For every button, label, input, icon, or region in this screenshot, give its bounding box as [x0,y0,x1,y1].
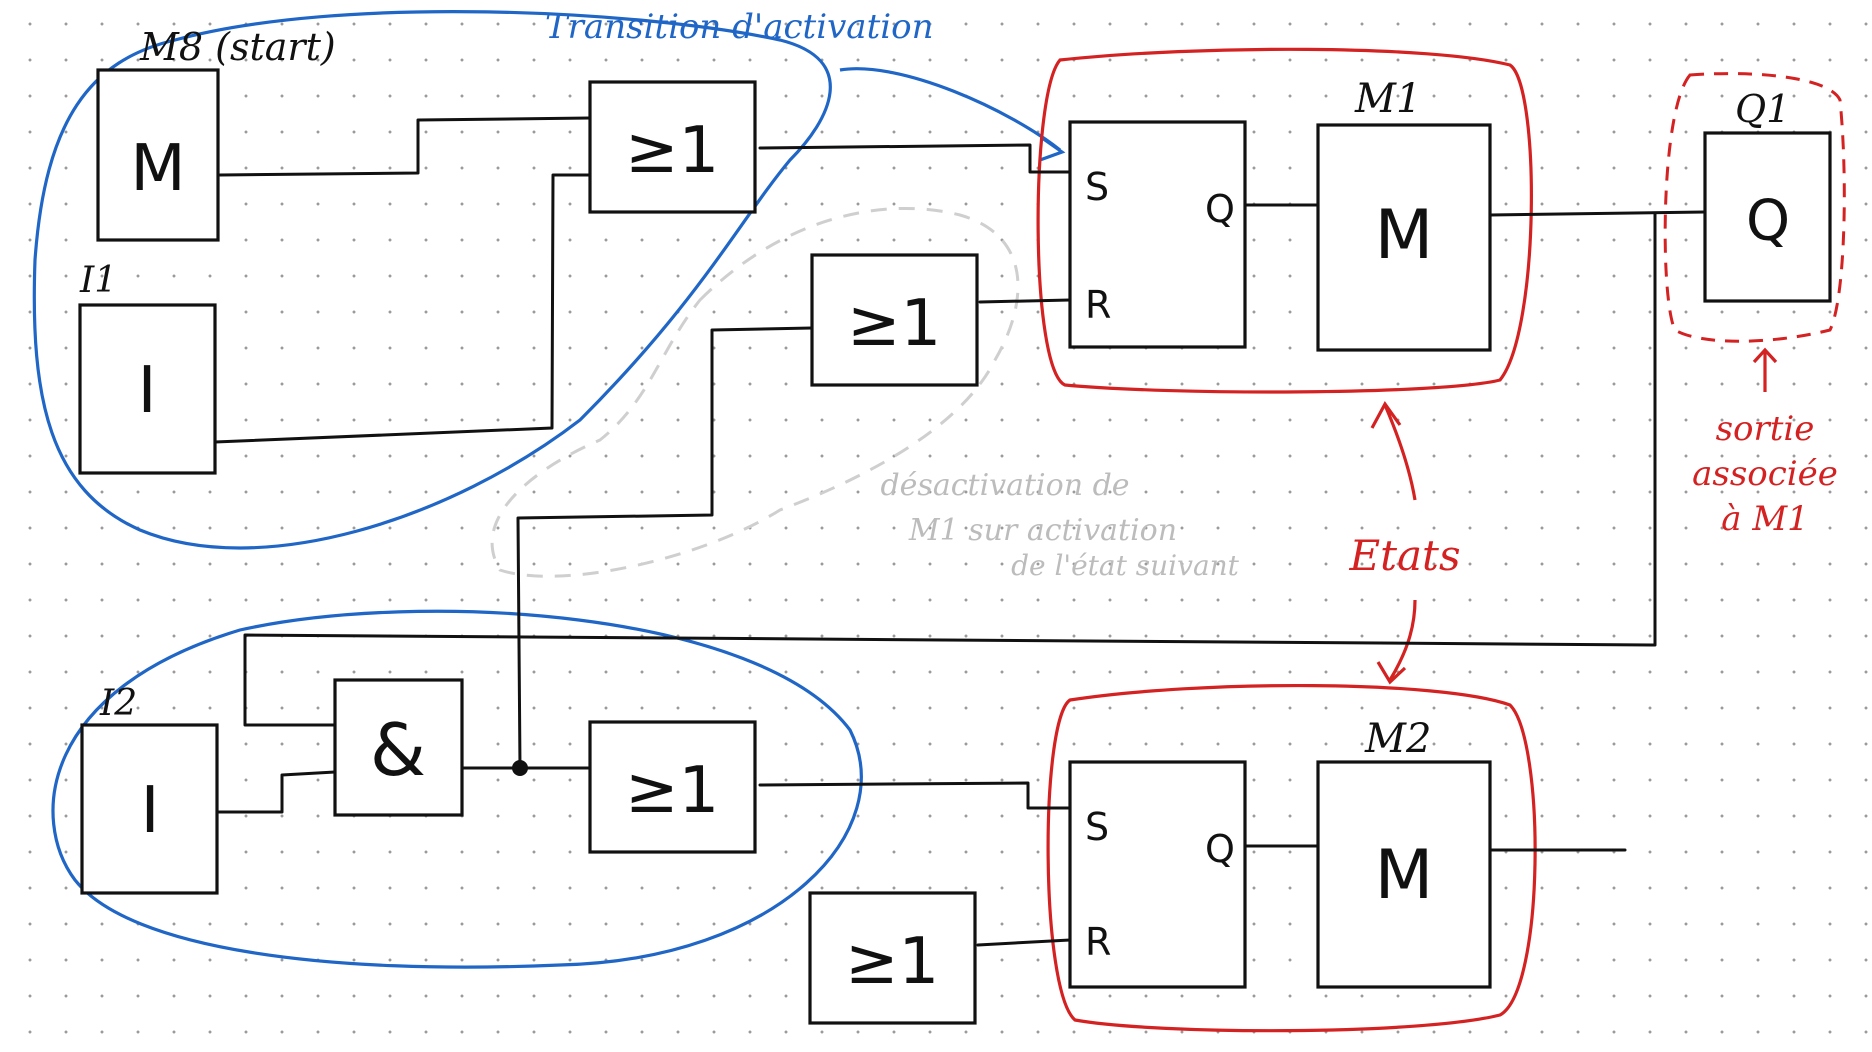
etats-arrow-down [1376,599,1417,685]
m1-r-port: R [1085,283,1111,327]
sortie-line-3: à M1 [1721,499,1809,539]
label-m8: M8 (start) [139,25,336,69]
block-m1 [1316,123,1492,352]
label-q1: Q1 [1735,87,1790,131]
or1-symbol: ≥1 [625,114,719,188]
deactivation-line-3: de l'état suivant [1011,549,1240,582]
junction-dot [512,760,528,776]
m8-symbol: M [130,132,185,206]
label-m2: M2 [1364,716,1431,762]
sortie-arrow [1752,347,1778,392]
annotation-deactivation: désactivation de M1 sur activation de l'… [880,468,1239,582]
block-q1 [1703,131,1832,303]
block-or-3 [588,720,757,854]
q1-symbol: Q [1746,189,1790,254]
annotation-sortie: sortie associée à M1 [1692,409,1838,539]
block-m8 [96,68,220,242]
transition-arrow [839,67,1066,162]
block-i1 [78,303,217,475]
block-or-2 [810,253,979,387]
or3-symbol: ≥1 [625,754,719,828]
label-i1: I1 [79,260,117,301]
etats-arrow-up [1370,400,1417,501]
label-i2: I2 [99,683,137,724]
block-or-4 [808,891,977,1025]
block-m2 [1316,760,1492,989]
or4-symbol: ≥1 [845,925,939,999]
deactivation-line-2: M1 sur activation [908,513,1177,548]
output-contour-q1 [1663,72,1846,343]
block-i2 [80,723,219,895]
m1-q-port: Q [1205,187,1235,231]
and-symbol: & [370,708,426,792]
state-contour-m1 [1036,47,1533,394]
block-sr-m1 [1068,120,1247,349]
sortie-line-1: sortie [1716,409,1815,449]
transition-contour-1 [32,10,832,550]
sortie-line-2: associée [1692,454,1838,494]
annotation-transition: Transition d'activation [545,7,933,47]
or2-symbol: ≥1 [847,287,941,361]
transition-contour-2 [51,609,863,969]
m2-s-port: S [1085,805,1109,849]
m2-symbol: M [1375,836,1434,915]
block-and [333,678,464,817]
deactivation-contour [490,206,1020,578]
deactivation-line-1: désactivation de [880,468,1129,503]
m2-r-port: R [1085,920,1111,964]
i2-symbol: I [141,774,160,848]
block-or-1 [588,80,757,214]
label-m1: M1 [1354,76,1421,122]
m1-s-port: S [1085,165,1109,209]
state-contour-m2 [1046,683,1537,1033]
block-sr-m2 [1068,760,1247,989]
m1-symbol: M [1375,196,1434,275]
i1-symbol: I [138,354,157,428]
m2-q-port: Q [1205,827,1235,871]
wires [210,116,1707,947]
annotation-etats: Etats [1348,531,1460,580]
